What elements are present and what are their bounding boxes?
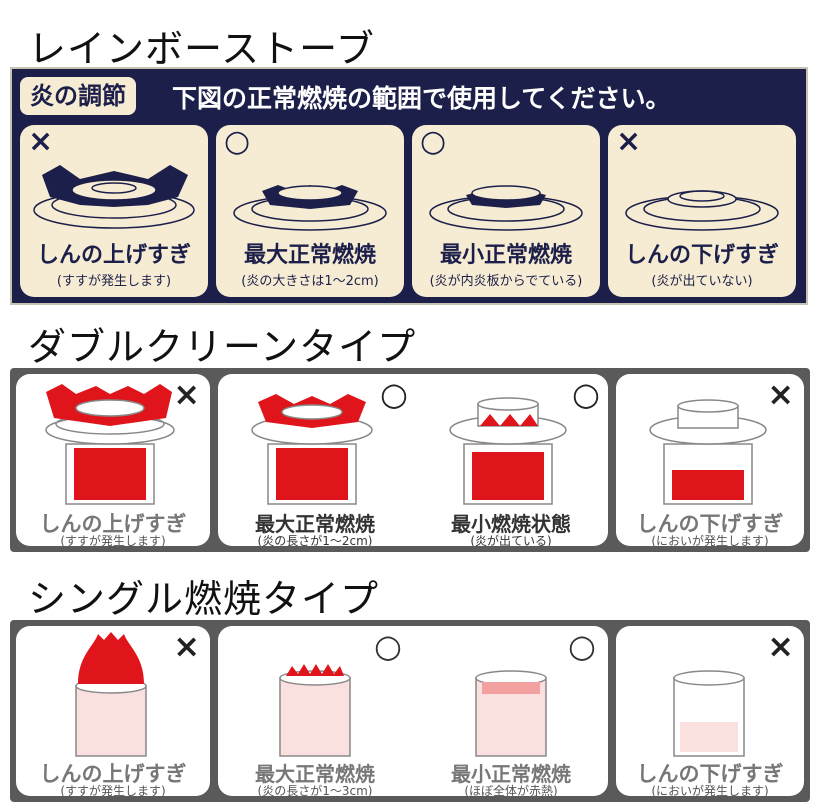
panel-label: 最大正常燃焼 bbox=[255, 762, 375, 786]
single-panel-wick-too-high: × しんの上げすぎ (すすが発生します) bbox=[16, 626, 210, 796]
rainbow-panel-min-normal: ○ 最小正常燃焼 (炎が内炎板からでている) bbox=[412, 125, 600, 297]
panel-sublabel: (炎が内炎板からでている) bbox=[429, 274, 583, 289]
burner-min-red-flame-icon bbox=[449, 397, 567, 505]
panel-label: しんの下げすぎ bbox=[636, 762, 784, 786]
single-panel-strip: × しんの上げすぎ (すすが発生します) ○ 最大正常燃焼 (炎の長さが1～3c… bbox=[10, 620, 810, 802]
panel-label: 最小正常燃焼 bbox=[451, 762, 571, 786]
double-panel-wick-too-low: × しんの下げすぎ (においが発生します) bbox=[616, 374, 804, 546]
panel-sublabel: (においが発生します) bbox=[651, 534, 769, 546]
wick-max-flame-icon bbox=[279, 664, 351, 757]
panel-label: 最小正常燃焼 bbox=[439, 243, 572, 268]
ng-mark-icon: × bbox=[616, 125, 642, 159]
rainbow-panel-wick-too-low: × しんの下げすぎ (炎が出ていない) bbox=[608, 125, 796, 297]
instruction-banner: 下図の正常燃焼の範囲で使用してください。 bbox=[172, 84, 671, 113]
burner-no-flame-icon bbox=[625, 190, 779, 231]
section-title-single: シングル燃焼タイプ bbox=[28, 577, 380, 621]
panel-sublabel: (においが発生します) bbox=[651, 784, 769, 796]
burner-small-flame-icon bbox=[429, 185, 583, 231]
flame-adjust-tag: 炎の調節 bbox=[20, 77, 136, 115]
panel-label: しんの下げすぎ bbox=[624, 243, 779, 268]
rainbow-panel-wick-too-high: × しんの上げすぎ (すすが発生します) bbox=[20, 125, 208, 297]
panel-sublabel: (すすが発生します) bbox=[60, 784, 166, 796]
rainbow-panel-strip: 炎の調節 下図の正常燃焼の範囲で使用してください。 × しんの上げすぎ (すすが… bbox=[10, 67, 808, 305]
panel-label: しんの下げすぎ bbox=[636, 512, 784, 536]
panel-sublabel: (ほぼ全体が赤熱) bbox=[464, 784, 558, 796]
ok-mark-icon: ○ bbox=[572, 375, 600, 413]
rainbow-panel-max-normal: ○ 最大正常燃焼 (炎の大きさは1～2cm) bbox=[216, 125, 404, 297]
panel-label: 最大正常燃焼 bbox=[255, 512, 375, 536]
double-panel-wick-too-high: × しんの上げすぎ (すすが発生します) bbox=[16, 374, 210, 546]
burner-normal-flame-icon bbox=[233, 185, 387, 231]
panel-label: しんの上げすぎ bbox=[36, 243, 191, 268]
burner-max-red-flame-icon bbox=[251, 394, 373, 505]
ng-mark-icon: × bbox=[173, 627, 200, 665]
wick-no-flame-icon bbox=[673, 670, 745, 757]
panel-sublabel: (炎が出ている) bbox=[470, 534, 552, 546]
panel-sublabel: (炎が出ていない) bbox=[651, 274, 753, 289]
wick-min-glow-icon bbox=[475, 670, 547, 757]
burner-large-flame-icon bbox=[33, 165, 195, 229]
ok-mark-icon: ○ bbox=[568, 627, 596, 665]
double-panel-normal-range: ○ 最大正常燃焼 (炎の長さが1～2cm) ○ 最小燃焼状態 (炎が出ている) bbox=[218, 374, 608, 546]
single-panel-wick-too-low: × しんの下げすぎ (においが発生します) bbox=[616, 626, 804, 796]
panel-label: 最小燃焼状態 bbox=[451, 512, 571, 536]
ok-mark-icon: ○ bbox=[380, 375, 408, 413]
ok-mark-icon: ○ bbox=[420, 125, 447, 159]
ng-mark-icon: × bbox=[173, 375, 200, 413]
single-panel-normal-range: ○ 最大正常燃焼 (炎の長さが1～3cm) ○ 最小正常燃焼 (ほぼ全体が赤熱) bbox=[218, 626, 608, 796]
burner-no-red-flame-icon bbox=[649, 399, 767, 505]
panel-sublabel: (すすが発生します) bbox=[56, 274, 172, 289]
wick-tall-red-flame-icon bbox=[75, 632, 147, 757]
panel-sublabel: (炎の長さが1～2cm) bbox=[257, 534, 373, 546]
panel-sublabel: (すすが発生します) bbox=[60, 534, 166, 546]
ng-mark-icon: × bbox=[28, 125, 54, 159]
panel-label: しんの上げすぎ bbox=[39, 762, 187, 786]
ng-mark-icon: × bbox=[767, 627, 794, 665]
double-clean-panel-strip: × しんの上げすぎ (すすが発生します) ○ 最大正常燃焼 (炎の長さが1～2c… bbox=[10, 368, 810, 552]
ok-mark-icon: ○ bbox=[374, 627, 402, 665]
section-title-double-clean: ダブルクリーンタイプ bbox=[28, 325, 417, 369]
burner-tall-red-flame-icon bbox=[45, 384, 175, 505]
panel-label: しんの上げすぎ bbox=[39, 512, 187, 536]
panel-sublabel: (炎の長さが1～3cm) bbox=[257, 784, 373, 796]
panel-sublabel: (炎の大きさは1～2cm) bbox=[241, 274, 379, 289]
ok-mark-icon: ○ bbox=[224, 125, 251, 159]
section-title-rainbow: レインボーストーブ bbox=[28, 27, 375, 71]
ng-mark-icon: × bbox=[767, 375, 794, 413]
panel-label: 最大正常燃焼 bbox=[243, 243, 376, 268]
